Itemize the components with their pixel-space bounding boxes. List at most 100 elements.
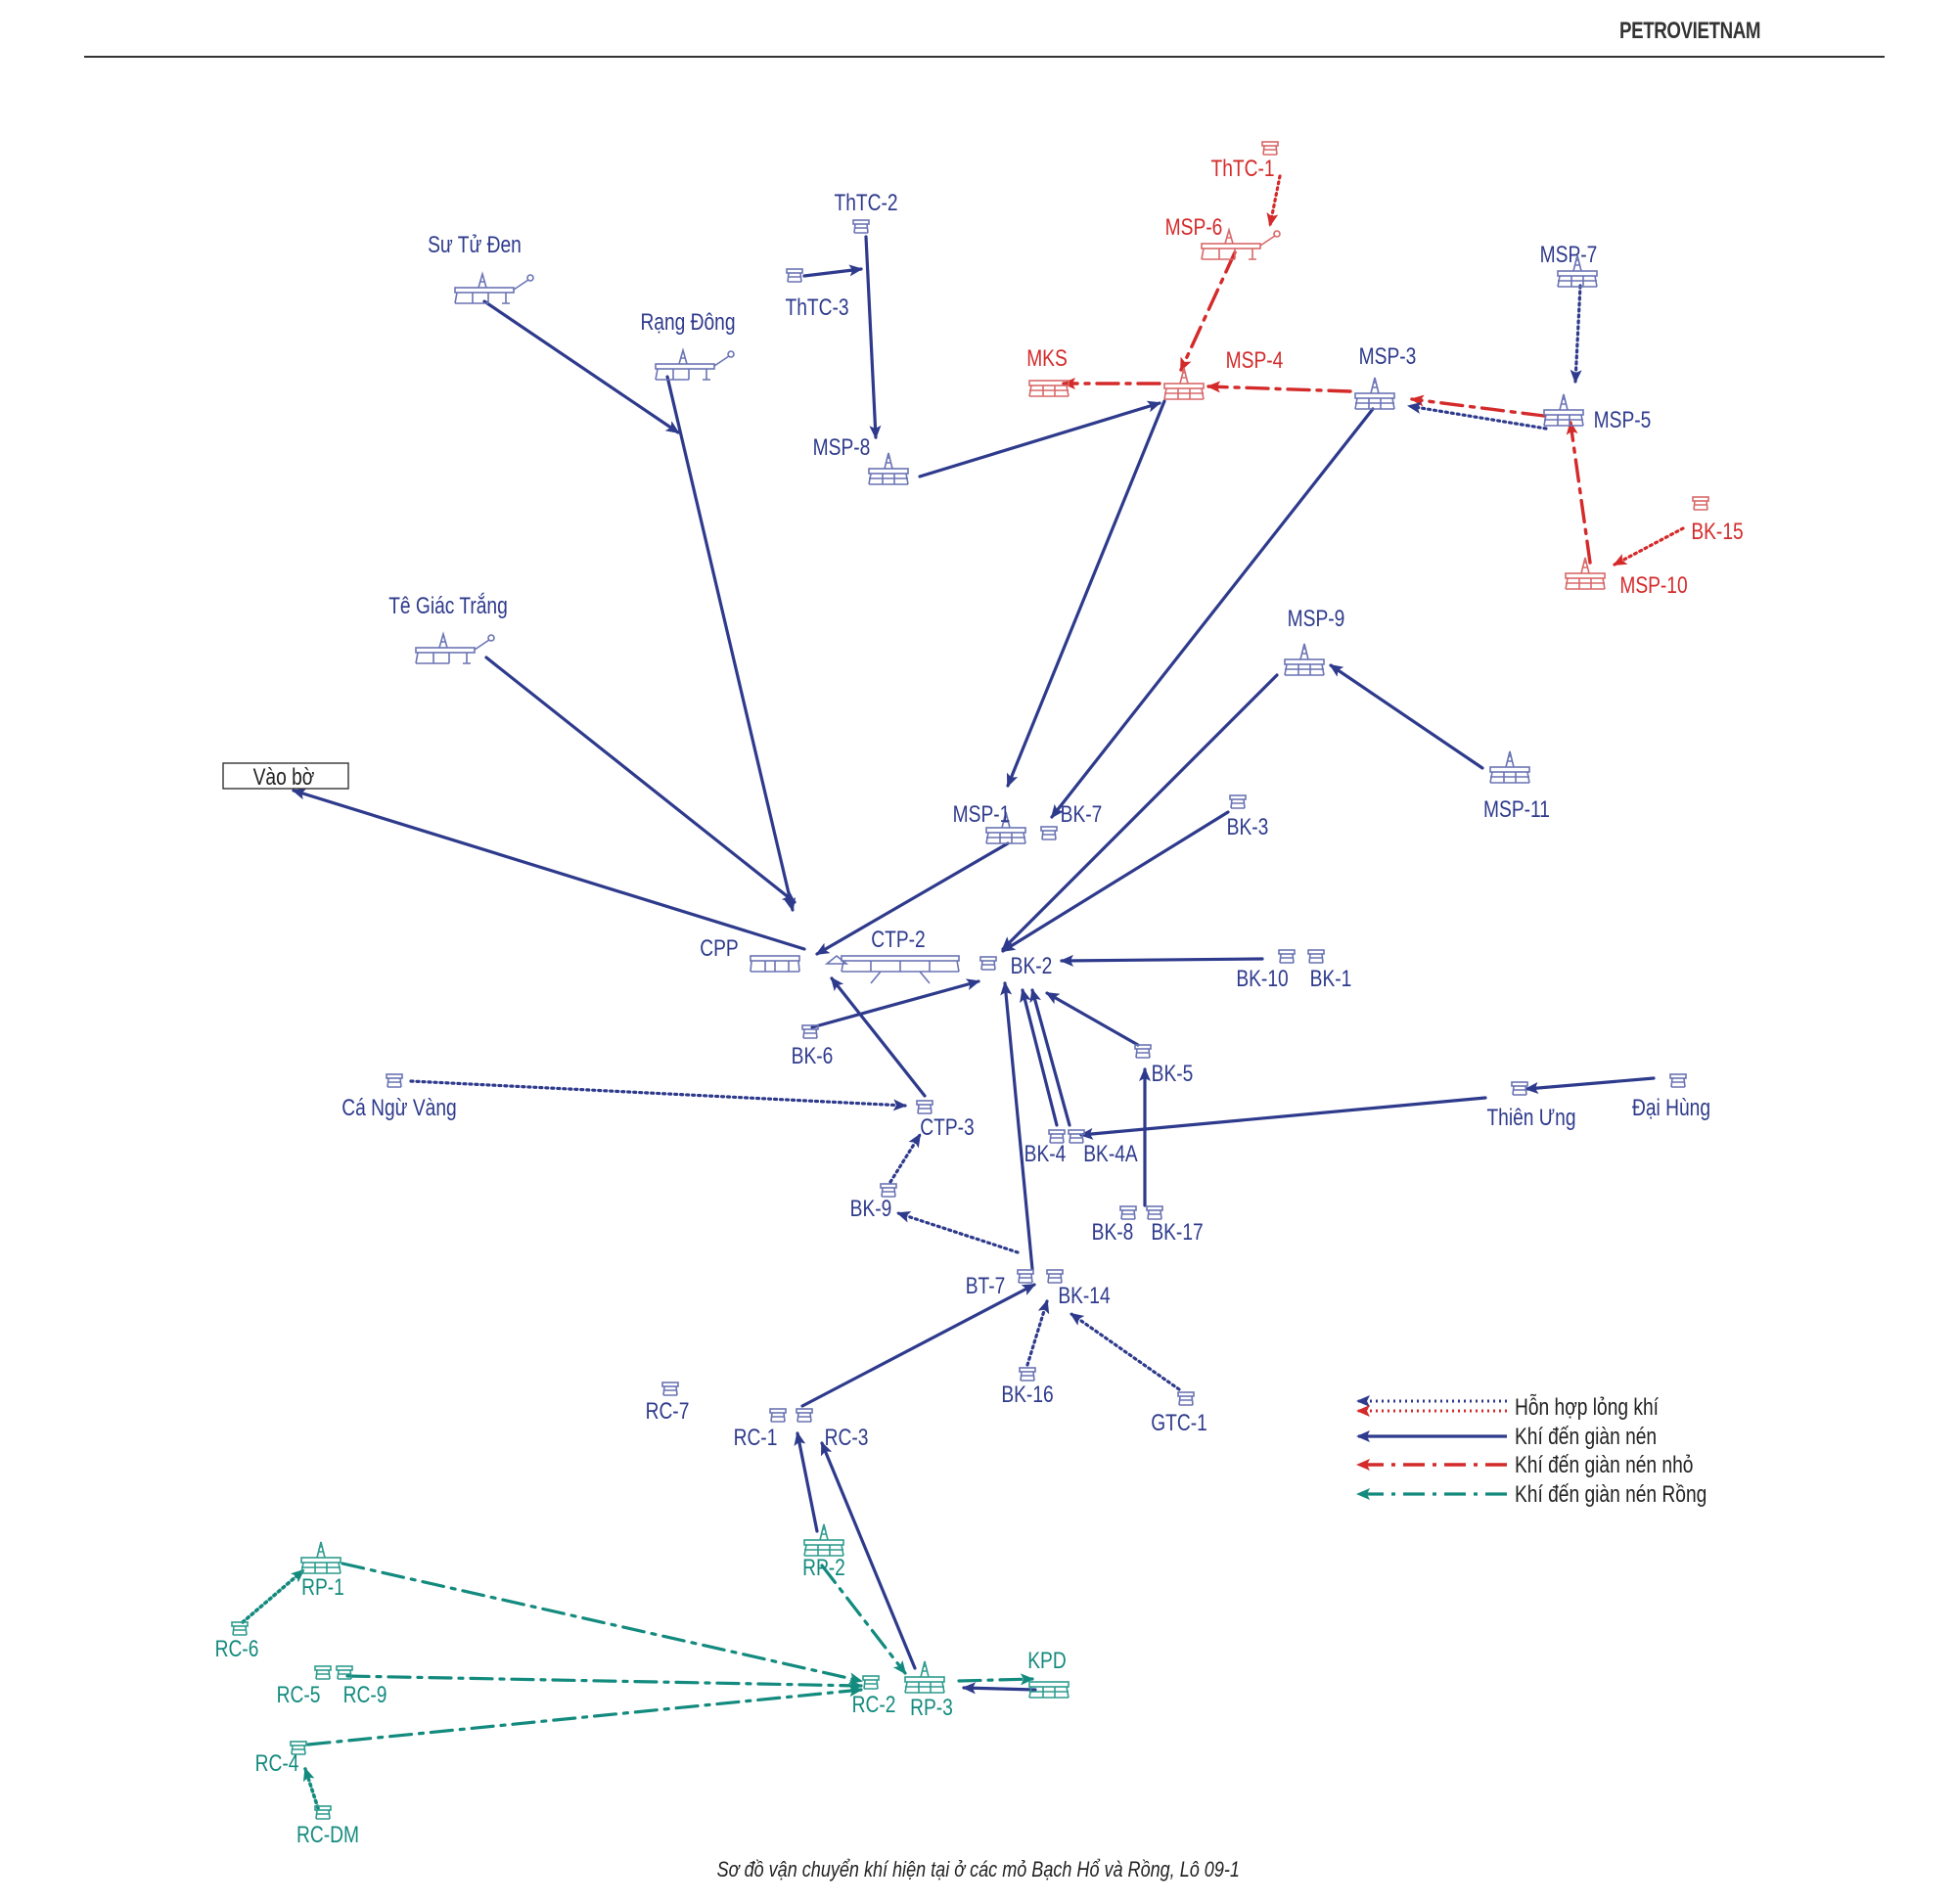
label-rc6: RC-6 bbox=[215, 1635, 259, 1662]
flow-line-su-tu-den-to-rang-dong bbox=[482, 299, 680, 434]
small-platform-icon bbox=[916, 1100, 933, 1114]
complex-platform-icon bbox=[655, 347, 735, 381]
small-platform-icon bbox=[979, 956, 997, 971]
flow-line-bk6-to-bk2 bbox=[810, 978, 980, 1029]
label-msp11: MSP-11 bbox=[1483, 795, 1550, 823]
label-te-giac-trang: Tê Giác Trắng bbox=[388, 592, 508, 619]
label-bk8: BK-8 bbox=[1092, 1218, 1134, 1246]
label-rp3: RP-3 bbox=[910, 1694, 953, 1721]
label-msp7: MSP-7 bbox=[1540, 241, 1598, 268]
small-platform-icon bbox=[1134, 1044, 1152, 1059]
flow-line-rang-dong-to-cpp bbox=[665, 375, 796, 912]
legend-item-2: Khí đến giàn nén bbox=[1356, 1423, 1657, 1450]
brand-logo: PETROVIETNAM bbox=[1619, 18, 1761, 44]
label-msp9: MSP-9 bbox=[1288, 605, 1345, 632]
small-platform-icon bbox=[1177, 1391, 1195, 1406]
label-rp1: RP-1 bbox=[301, 1573, 344, 1601]
label-bk4a: BK-4A bbox=[1083, 1140, 1138, 1167]
label-msp1: MSP-1 bbox=[953, 800, 1011, 828]
flow-line-bk16-to-bk14 bbox=[1025, 1299, 1050, 1367]
fixed-platform-icon bbox=[1489, 750, 1530, 784]
label-rang-dong: Rạng Đông bbox=[640, 308, 735, 336]
flow-line-bk3-to-bk2 bbox=[1001, 810, 1230, 953]
flow-line-rp2-to-rc1 bbox=[794, 1431, 819, 1533]
label-bk9: BK-9 bbox=[850, 1195, 892, 1222]
flow-line-rc6-to-rp1 bbox=[241, 1568, 305, 1624]
small-platform-icon bbox=[1261, 141, 1279, 156]
flow-line-thien-ung-to-bk4a bbox=[1079, 1096, 1487, 1140]
label-bk2: BK-2 bbox=[1011, 952, 1053, 979]
flow-line-msp4-to-msp1 bbox=[1006, 399, 1166, 788]
fixed-platform-icon bbox=[868, 452, 909, 485]
complex-platform-icon bbox=[415, 631, 495, 664]
flow-line-msp1-to-cpp bbox=[815, 841, 1010, 956]
fixed-platform-icon bbox=[985, 811, 1026, 844]
flow-line-bk4a-to-bk2 bbox=[1029, 988, 1071, 1127]
small-platform-icon bbox=[880, 1183, 897, 1198]
label-msp4: MSP-4 bbox=[1226, 346, 1284, 374]
fixed-platform-icon bbox=[1354, 377, 1395, 410]
label-ctp3: CTP-3 bbox=[920, 1113, 974, 1141]
flow-line-msp8-to-msp4 bbox=[918, 400, 1161, 478]
fixed-platform-icon bbox=[300, 1541, 341, 1574]
compressor-platform-icon bbox=[1028, 380, 1070, 397]
fixed-platform-icon bbox=[1565, 557, 1606, 590]
small-platform-icon bbox=[290, 1741, 307, 1755]
flow-line-msp5-to-msp3 bbox=[1407, 402, 1548, 431]
label-rp2: RP-2 bbox=[802, 1554, 845, 1581]
flow-line-thtc3-to-thtc2 bbox=[802, 264, 863, 278]
small-platform-icon bbox=[1511, 1081, 1528, 1096]
label-rc3: RC-3 bbox=[825, 1424, 869, 1451]
label-bk14: BK-14 bbox=[1058, 1282, 1110, 1309]
small-platform-icon bbox=[801, 1024, 819, 1039]
small-platform-icon bbox=[852, 219, 870, 234]
label-rc2: RC-2 bbox=[852, 1691, 896, 1718]
flow-line-msp11-to-msp9 bbox=[1329, 663, 1484, 770]
complex-platform-icon bbox=[454, 271, 534, 304]
label-bk1: BK-1 bbox=[1310, 965, 1352, 992]
small-platform-icon bbox=[1040, 826, 1058, 840]
label-rc1: RC-1 bbox=[734, 1424, 778, 1451]
small-platform-icon bbox=[1692, 496, 1709, 511]
label-bt7: BT-7 bbox=[966, 1272, 1006, 1299]
legend-label-2: Khí đến giàn nén bbox=[1515, 1423, 1657, 1450]
flow-line-thtc2-to-msp8 bbox=[864, 235, 882, 439]
label-rc4: RC-4 bbox=[255, 1749, 299, 1777]
small-platform-icon bbox=[1307, 949, 1325, 964]
label-bk3: BK-3 bbox=[1227, 813, 1269, 840]
flow-line-rc9-to-rc2 bbox=[345, 1674, 863, 1692]
label-bk4: BK-4 bbox=[1024, 1140, 1067, 1167]
label-kpd: KPD bbox=[1027, 1647, 1066, 1674]
label-bk16: BK-16 bbox=[1001, 1381, 1053, 1408]
small-platform-icon bbox=[1278, 949, 1296, 964]
flow-line-msp9-to-bk2 bbox=[1001, 673, 1279, 951]
flow-lines bbox=[241, 174, 1685, 1810]
flow-line-rp1-to-rc2 bbox=[341, 1562, 863, 1685]
legend-item-1: Hỗn hợp lỏng khí bbox=[1356, 1393, 1659, 1421]
small-platform-icon bbox=[1019, 1367, 1036, 1382]
label-rc5: RC-5 bbox=[277, 1681, 321, 1708]
label-bk15: BK-15 bbox=[1691, 518, 1743, 545]
fixed-platform-icon bbox=[1543, 393, 1584, 427]
flow-line-bk4-to-bk2 bbox=[1020, 988, 1059, 1127]
label-msp8: MSP-8 bbox=[813, 433, 871, 461]
flow-line-bt7-to-bk9 bbox=[896, 1211, 1020, 1254]
label-dai-hung: Đại Hùng bbox=[1632, 1094, 1710, 1121]
small-platform-icon bbox=[386, 1073, 403, 1088]
label-bk6: BK-6 bbox=[792, 1042, 834, 1069]
small-platform-icon bbox=[1229, 794, 1247, 809]
process-platform-icon bbox=[824, 954, 960, 984]
label-thien-ung: Thiên Ưng bbox=[1486, 1104, 1575, 1131]
label-msp10: MSP-10 bbox=[1619, 571, 1687, 599]
label-mks: MKS bbox=[1026, 344, 1068, 372]
flow-line-rp2-to-rp3 bbox=[820, 1564, 907, 1675]
flow-line-rc-dm-to-rc4 bbox=[303, 1767, 320, 1810]
label-rc9: RC-9 bbox=[343, 1681, 387, 1708]
shore-box bbox=[222, 762, 349, 790]
flow-line-kpd-to-rp3 bbox=[962, 1682, 1037, 1695]
small-platform-icon bbox=[1068, 1129, 1085, 1144]
header-rule bbox=[84, 56, 1885, 58]
small-platform-icon bbox=[1119, 1205, 1137, 1220]
